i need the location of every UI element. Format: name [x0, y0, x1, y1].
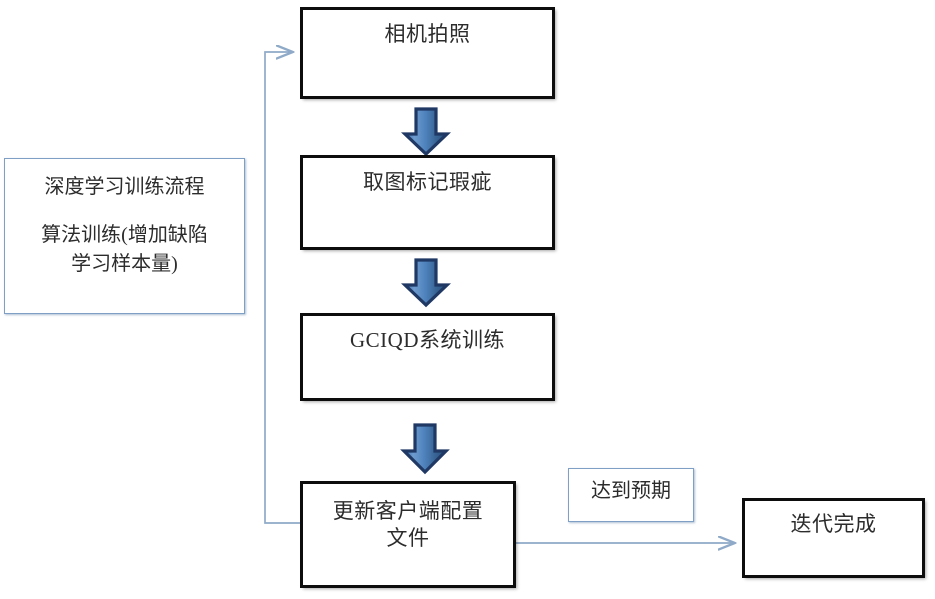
annotation-line-1: 深度学习训练流程 [44, 176, 205, 198]
step-mark-defect: 取图标记瑕疵 [300, 155, 555, 250]
step-mark-defect-label: 取图标记瑕疵 [363, 170, 492, 194]
step-system-training-label: GCIQD系统训练 [350, 328, 505, 352]
condition-meets-expectation: 达到预期 [568, 468, 694, 522]
down-block-arrow-icon-1 [400, 107, 452, 157]
down-block-arrow-icon-2 [400, 258, 452, 308]
step-camera-capture: 相机拍照 [300, 7, 555, 99]
annotation-line-2: 算法训练(增加缺陷 学习样本量) [41, 224, 208, 275]
terminal-iteration-complete: 迭代完成 [742, 498, 925, 578]
down-block-arrow-icon-3 [398, 423, 452, 475]
step-camera-capture-label: 相机拍照 [384, 22, 471, 46]
step-update-client-config: 更新客户端配置 文件 [300, 481, 516, 588]
feedback-loop-arrow-icon [264, 52, 300, 524]
step-update-client-config-label: 更新客户端配置 文件 [332, 499, 484, 550]
annotation-box: 深度学习训练流程 算法训练(增加缺陷 学习样本量) [4, 158, 245, 314]
step-system-training: GCIQD系统训练 [300, 313, 555, 401]
condition-meets-expectation-label: 达到预期 [591, 480, 671, 502]
terminal-iteration-complete-label: 迭代完成 [790, 512, 877, 536]
